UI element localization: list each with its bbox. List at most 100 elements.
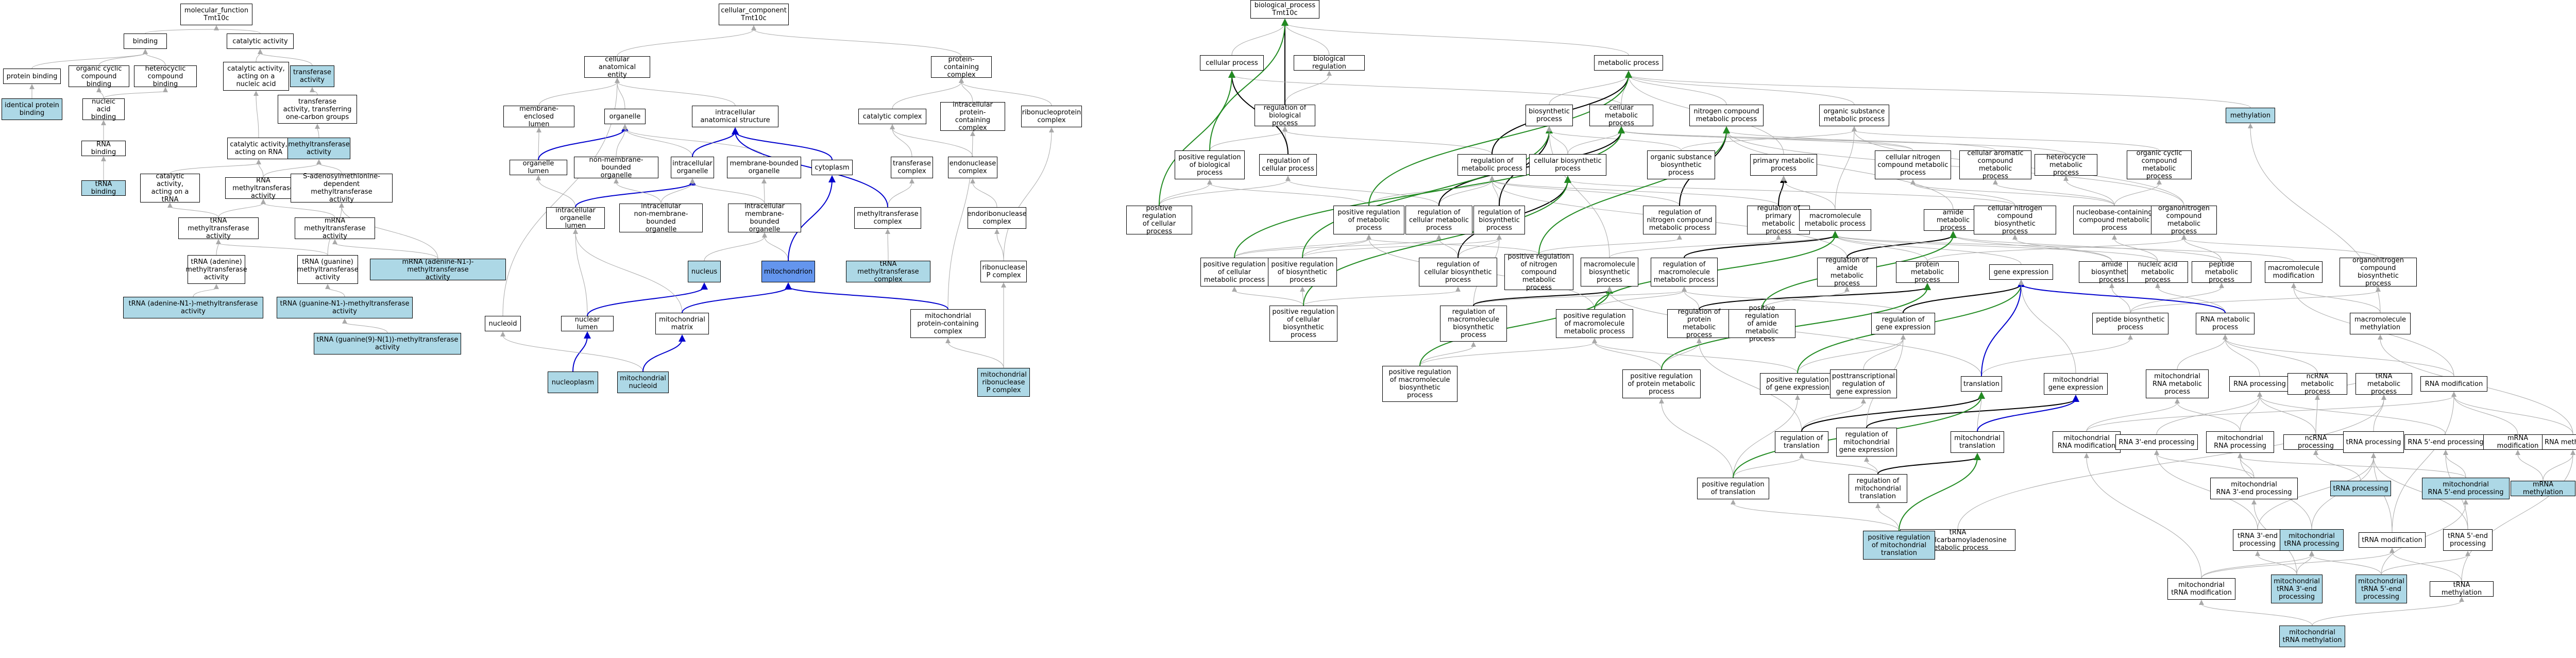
graph-node-mito-trna3end[interactable]: mitochondrial tRNA 3'-end processing [2271,575,2323,603]
graph-node-hetcyc-met[interactable]: heterocycle metabolic process [2035,154,2097,177]
graph-node-trnamethyl[interactable]: tRNA methylation [2430,581,2494,597]
graph-node-rnamet[interactable]: RNA metabolic process [2196,313,2255,334]
graph-node-methyltrans[interactable]: methyltransferase activity [287,138,350,159]
graph-node-trna3end[interactable]: tRNA 3'-end processing [2233,529,2282,551]
graph-node-posreg-nitro[interactable]: positive regulation of nitrogen compound… [1504,253,1573,292]
graph-node-translation[interactable]: translation [1961,376,2002,392]
graph-node-intra-pcc[interactable]: intracellular protein-containing complex [940,101,1005,132]
graph-node-nucacid-met[interactable]: nucleic acid metabolic process [2127,261,2188,284]
graph-node-intra-struct[interactable]: intracellular anatomical structure [692,106,778,127]
graph-node-posttrans-reg[interactable]: posttranscriptional regulation of gene e… [1830,369,1897,398]
graph-node-mito-ribonucP[interactable]: mitochondrial ribonuclease P complex [977,368,1030,397]
graph-node-mito-matrix[interactable]: mitochondrial matrix [655,313,709,334]
graph-node-intra-memb[interactable]: intracellular membrane-bounded organelle [728,203,801,233]
graph-node-cellnitro-biosyn[interactable]: cellular nitrogen compound biosynthetic … [1974,205,2056,235]
graph-node-mito-rnaproc[interactable]: mitochondrial RNA processing [2206,431,2274,453]
graph-node-orgcyc[interactable]: organic cyclic compound binding [69,65,129,88]
graph-node-rna3end[interactable]: RNA 3'-end processing [2115,434,2198,450]
graph-node-orgcyc-met[interactable]: organic cyclic compound metabolic proces… [2127,149,2192,180]
graph-node-membenc[interactable]: membrane-enclosed lumen [503,105,574,128]
graph-node-rnabind[interactable]: RNA binding [81,141,126,156]
graph-node-macromol-mod[interactable]: macromolecule modification [2265,261,2323,283]
graph-node-transferase[interactable]: transferase activity [290,65,334,87]
graph-node-nucleoplasm[interactable]: nucleoplasm [548,372,598,393]
graph-node-rnamod[interactable]: RNA modification [2420,376,2487,392]
graph-node-posreg-translation[interactable]: positive regulation of translation [1697,478,1769,499]
graph-node-reg-bioproc[interactable]: regulation of biological process [1255,104,1315,127]
graph-node-trna-mt-complex[interactable]: tRNA methyltransferase complex [846,260,930,283]
graph-node-transf-complex[interactable]: transferase complex [891,157,933,178]
graph-node-reg-cellmet[interactable]: regulation of cellular metabolic process [1405,206,1472,234]
graph-node-reg-metproc[interactable]: regulation of metabolic process [1458,154,1527,176]
graph-node-mito-trnamethyl[interactable]: mitochondrial tRNA methylation [2279,626,2345,647]
graph-node-ncrnamet[interactable]: ncRNA metabolic process [2287,373,2347,396]
graph-node-organelle[interactable]: organelle [604,109,646,124]
graph-node-posreg-macromol[interactable]: positive regulation of macromolecule met… [1556,309,1633,338]
graph-node-nabind[interactable]: nucleic acid binding [82,98,125,121]
graph-node-reg-cellproc[interactable]: regulation of cellular process [1259,154,1317,176]
graph-node-posreg-cellbiosyn[interactable]: positive regulation of cellular biosynth… [1269,306,1337,342]
graph-node-endonuc[interactable]: endonuclease complex [948,157,997,178]
graph-node-reg-amide[interactable]: regulation of amide metabolic process [1817,257,1877,288]
graph-node-peptide-met[interactable]: peptide metabolic process [2192,261,2251,284]
graph-node-trna-guan9[interactable]: tRNA (guanine(9)-N(1))-methyltransferase… [314,333,461,355]
graph-node-mito-rnamet[interactable]: mitochondrial RNA metabolic process [2146,369,2209,398]
graph-node-org-lumen[interactable]: organelle lumen [510,160,567,175]
graph-node-posreg-metproc[interactable]: positive regulation of metabolic process [1333,206,1404,234]
graph-node-cc[interactable]: cellular_component Tmt10c [719,4,789,25]
graph-node-posreg-amide[interactable]: positive regulation of amide metabolic p… [1728,305,1795,343]
graph-node-posreg-biosyn[interactable]: positive regulation of biosynthetic proc… [1268,258,1337,286]
graph-node-nucbase-met[interactable]: nucleobase-containing compound metabolic… [2073,206,2156,234]
graph-node-mito-trnamod[interactable]: mitochondrial tRNA modification [2167,578,2235,600]
graph-node-trnaproc[interactable]: tRNA processing [2343,431,2404,453]
graph-node-reg-macromol[interactable]: regulation of macromolecule metabolic pr… [1651,258,1718,286]
graph-node-reg-geneexpr[interactable]: regulation of gene expression [1871,313,1935,334]
graph-node-intra-nonmemb[interactable]: intracellular non-membrane-bounded organ… [619,203,703,233]
graph-node-cae[interactable]: cellular anatomical entity [584,56,650,79]
graph-node-catact-rna[interactable]: catalytic activity, acting on RNA [227,138,290,159]
graph-node-rnamethyl[interactable]: RNA methylation [2542,434,2576,450]
graph-node-ribonucP[interactable]: ribonuclease P complex [980,261,1027,282]
graph-node-mrnamt[interactable]: mRNA methyltransferase activity [295,217,375,240]
graph-node-catact[interactable]: catalytic activity [227,33,294,49]
graph-node-rnamt[interactable]: RNA methyltransferase activity [225,177,301,200]
graph-node-catcomplex[interactable]: catalytic complex [858,109,926,124]
graph-node-reg-biosyn[interactable]: regulation of biosynthetic process [1473,206,1525,234]
graph-node-reg-cellbiosyn[interactable]: regulation of cellular biosynthetic proc… [1419,258,1497,286]
graph-node-trnamet[interactable]: tRNA metabolic process [2355,373,2412,396]
graph-node-nitro-met[interactable]: nitrogen compound metabolic process [1689,105,1764,126]
graph-node-protmet[interactable]: protein metabolic process [1896,261,1959,284]
graph-node-mito-trnaproc[interactable]: mitochondrial tRNA processing [2280,529,2344,551]
graph-node-cellproc[interactable]: cellular process [1200,55,1264,71]
graph-node-mt-complex[interactable]: methyltransferase complex [854,207,921,229]
graph-node-biosyn[interactable]: biosynthetic process [1526,105,1573,126]
graph-node-orgsub-biosyn[interactable]: organic substance biosynthetic process [1647,150,1715,179]
graph-node-trna-aden[interactable]: tRNA (adenine) methyltransferase activit… [185,255,247,284]
graph-node-cellbiosyn[interactable]: cellular biosynthetic process [1529,154,1606,176]
graph-node-posreg-mito-translation[interactable]: positive regulation of mitochondrial tra… [1863,531,1935,560]
graph-node-mito-nucleoid[interactable]: mitochondrial nucleoid [617,372,669,393]
graph-node-posreg-cellmet[interactable]: positive regulation of cellular metaboli… [1200,258,1268,286]
graph-node-cytoplasm[interactable]: cytoplasm [811,160,853,175]
graph-node-reg-macromol-biosyn[interactable]: regulation of macromolecule biosynthetic… [1440,306,1507,342]
graph-node-reg-translation[interactable]: regulation of translation [1775,431,1828,453]
graph-node-trnamod[interactable]: tRNA modification [2359,532,2426,548]
graph-node-reg-mito-geneexpr[interactable]: regulation of mitochondrial gene express… [1836,428,1897,457]
graph-node-trna5end[interactable]: tRNA 5'-end processing [2443,529,2493,551]
graph-node-rna5end[interactable]: RNA 5'-end processing [2404,434,2487,450]
graph-node-macromol-methyl[interactable]: macromolecule methylation [2350,313,2411,334]
graph-node-posreg-macromol-biosyn[interactable]: positive regulation of macromolecule bio… [1382,366,1458,402]
graph-node-posreg-bioproc[interactable]: positive regulation of biological proces… [1175,150,1245,179]
graph-node-nucleus[interactable]: nucleus [688,261,721,282]
graph-node-ribonucprot[interactable]: ribonucleoprotein complex [1021,106,1082,127]
graph-node-binding[interactable]: binding [124,33,167,49]
graph-node-methylation[interactable]: methylation [2226,108,2275,123]
graph-node-sam-mt[interactable]: S-adenosylmethionine-dependent methyltra… [291,173,393,204]
graph-node-rnaprocessing-hl[interactable]: tRNA processing [2330,481,2391,496]
graph-node-intra-org-lumen[interactable]: intracellular organelle lumen [546,207,605,230]
graph-node-mito-pcc[interactable]: mitochondrial protein-containing complex [910,309,986,338]
graph-node-macromol-met[interactable]: macromolecule metabolic process [1799,209,1871,231]
graph-node-nuclumen[interactable]: nuclear lumen [561,316,614,331]
graph-node-mito-rna5end[interactable]: mitochondrial RNA 5'-end processing [2422,478,2510,499]
graph-node-geneexpr[interactable]: gene expression [1989,264,2053,280]
